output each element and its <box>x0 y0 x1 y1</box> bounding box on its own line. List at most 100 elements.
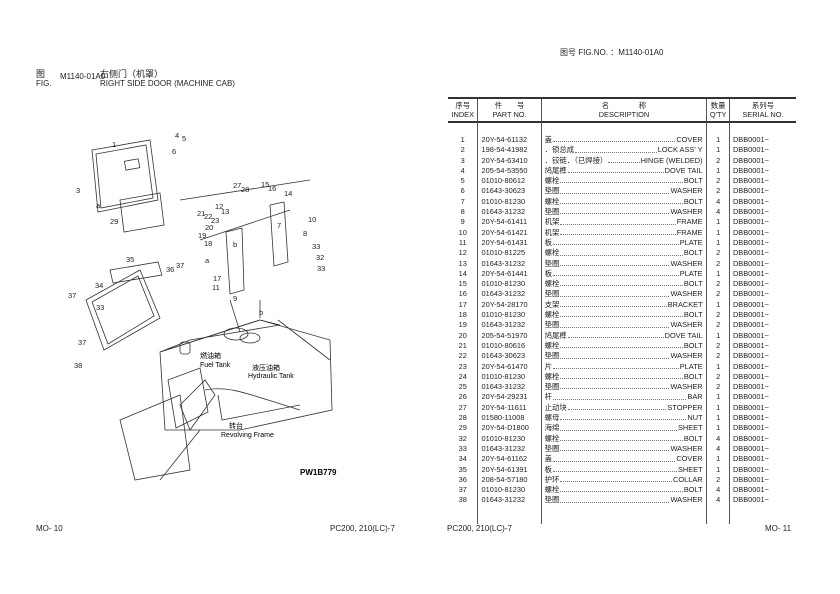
description-en: PLATE <box>679 237 703 247</box>
serial-number-cell: DBB0001~ <box>728 135 796 146</box>
serial-number-cell: DBB0001~ <box>728 237 796 249</box>
column-header-cn: 数量 <box>710 101 726 110</box>
quantity-cell: 2 <box>706 382 730 393</box>
callout-number: 22 <box>204 212 212 221</box>
serial-number-cell: DBB0001~ <box>728 145 796 156</box>
part-number-cell: 01643-31232 <box>477 382 542 393</box>
index-cell: 34 <box>458 454 467 464</box>
part-number-cell: 01580-11008 <box>477 413 542 424</box>
quantity-cell: 1 <box>706 330 730 341</box>
description-cn: 护环 <box>544 474 560 484</box>
part-number-cell: 20Y-54-61431 <box>477 237 542 249</box>
description-en: WASHER <box>670 289 703 299</box>
quantity-cell: 2 <box>706 155 730 166</box>
callout-number: 3 <box>76 186 80 195</box>
quantity-cell: 1 <box>706 145 730 156</box>
part-number-cell: 01643-30623 <box>477 351 542 362</box>
part-number-cell: 20Y-54-61441 <box>477 268 542 280</box>
part-number-cell: 20Y-54-61411 <box>477 217 542 228</box>
drawing-number: PW1B779 <box>300 468 337 477</box>
callout-number: 27 <box>233 181 241 190</box>
left-page-number: MO- 10 <box>36 524 63 533</box>
description-en: DOVE TAIL <box>664 165 703 175</box>
serial-number-cell: DBB0001~ <box>728 196 796 208</box>
callout-number: b <box>233 240 237 249</box>
description-en: BRACKET <box>667 299 703 309</box>
left-model: PC200, 210(LC)-7 <box>330 524 395 533</box>
quantity-cell: 1 <box>706 217 730 228</box>
quantity-cell: 2 <box>706 320 730 331</box>
quantity-cell: 4 <box>706 207 730 218</box>
description-en: COVER <box>676 135 703 144</box>
callout-number: 12 <box>215 202 223 211</box>
serial-number-cell: DBB0001~ <box>728 217 796 228</box>
serial-number-cell: DBB0001~ <box>728 258 796 269</box>
quantity-cell: 4 <box>706 485 730 496</box>
description-cn: 垫圈 <box>544 351 560 361</box>
part-number-cell: 208-54-57180 <box>477 474 542 486</box>
quantity-cell: 2 <box>706 258 730 269</box>
quantity-cell: 1 <box>706 165 730 177</box>
quantity-cell: 1 <box>706 135 730 146</box>
part-number-cell: 01643-31232 <box>477 320 542 331</box>
index-cell: 19 <box>458 320 467 330</box>
description-cn: 螺栓 <box>544 371 560 381</box>
description-en: DOVE TAIL <box>664 330 703 340</box>
fig-label-cn: 图 <box>36 69 46 79</box>
serial-number-cell: DBB0001~ <box>728 361 796 372</box>
callout-number: a <box>205 256 210 265</box>
part-number-cell: 01643-31232 <box>477 207 542 218</box>
part-number-cell: 01010-81230 <box>477 485 542 496</box>
quantity-cell: 1 <box>706 392 730 403</box>
callout-number: 1 <box>112 140 116 149</box>
serial-number-cell: DBB0001~ <box>728 299 796 311</box>
description-en: PLATE <box>679 361 703 371</box>
quantity-cell: 4 <box>706 495 730 506</box>
serial-number-cell: DBB0001~ <box>728 423 796 434</box>
description-cn: 螺栓 <box>544 433 560 443</box>
serial-number-cell: DBB0001~ <box>728 495 796 506</box>
part-number-cell: 20Y-54-29231 <box>477 392 542 403</box>
description-cn: 螺栓 <box>544 340 560 350</box>
index-cell: 8 <box>460 207 465 217</box>
index-cell: 10 <box>458 227 467 237</box>
quantity-cell: 2 <box>706 176 730 187</box>
serial-number-cell: DBB0001~ <box>728 330 796 341</box>
quantity-cell: 1 <box>706 413 730 424</box>
quantity-cell: 1 <box>706 299 730 311</box>
quantity-cell: 4 <box>706 196 730 208</box>
description-en: HINGE (WELDED) <box>640 155 703 165</box>
quantity-cell: 2 <box>706 474 730 486</box>
index-cell: 20 <box>458 330 467 340</box>
serial-number-cell: DBB0001~ <box>728 443 796 455</box>
index-cell: 6 <box>460 186 465 196</box>
description-cn: 海绵 <box>544 423 560 433</box>
description-en: PLATE <box>679 268 703 278</box>
callout-number: 17 <box>213 274 221 283</box>
description-cn: 支架 <box>544 299 560 309</box>
part-number-cell: 20Y-54-D1800 <box>477 423 542 434</box>
